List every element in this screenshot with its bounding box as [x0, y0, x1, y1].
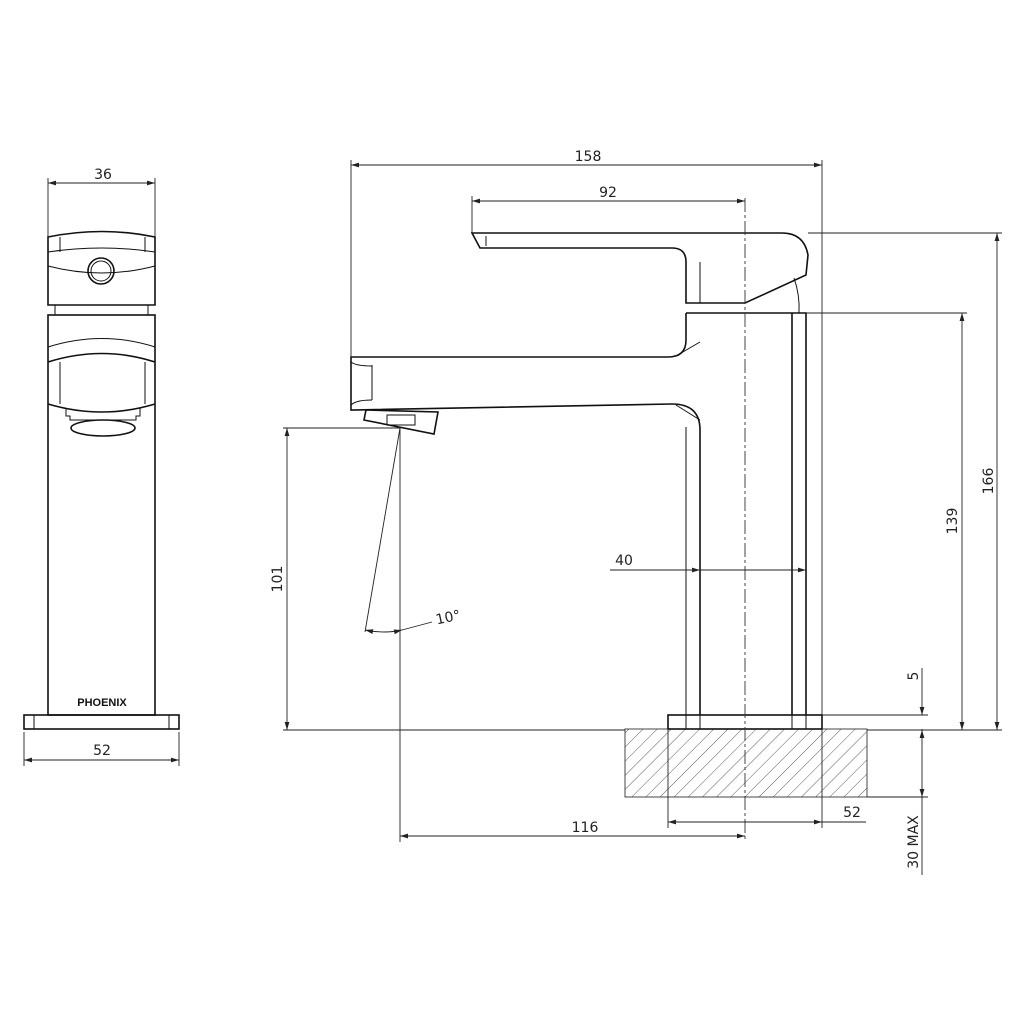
dimension-label-30-max: 30 MAX — [906, 815, 922, 869]
dimension-label-36: 36 — [94, 167, 112, 183]
brand-logo: PHOENIX — [77, 697, 127, 709]
handle-pin-icon — [87, 257, 115, 285]
dimension-label-92: 92 — [599, 185, 617, 201]
front-view: 36 PHOENIX 52 — [23, 167, 180, 766]
dimension-label-101: 101 — [270, 566, 286, 593]
dimension-label-52-side: 52 — [843, 805, 861, 821]
angle-label-10: 10° — [434, 608, 462, 629]
bench-section-hatch — [624, 728, 868, 798]
dimension-label-158: 158 — [575, 149, 602, 165]
dimension-label-166: 166 — [981, 468, 997, 495]
dimension-label-5: 5 — [906, 672, 922, 681]
base-plate-front — [23, 714, 180, 730]
aerator-front — [70, 419, 136, 437]
side-view: 10° 158 92 166 139 101 40 5 — [270, 149, 1002, 875]
dimension-label-52-front: 52 — [93, 743, 111, 759]
aerator-side — [363, 409, 439, 435]
dimension-label-139: 139 — [945, 508, 961, 535]
dimension-label-40: 40 — [615, 553, 633, 569]
dimension-label-116: 116 — [572, 820, 599, 836]
handle-front — [47, 230, 156, 315]
body-front: PHOENIX — [47, 314, 156, 716]
body-side — [350, 312, 807, 715]
lever-side — [470, 232, 809, 314]
